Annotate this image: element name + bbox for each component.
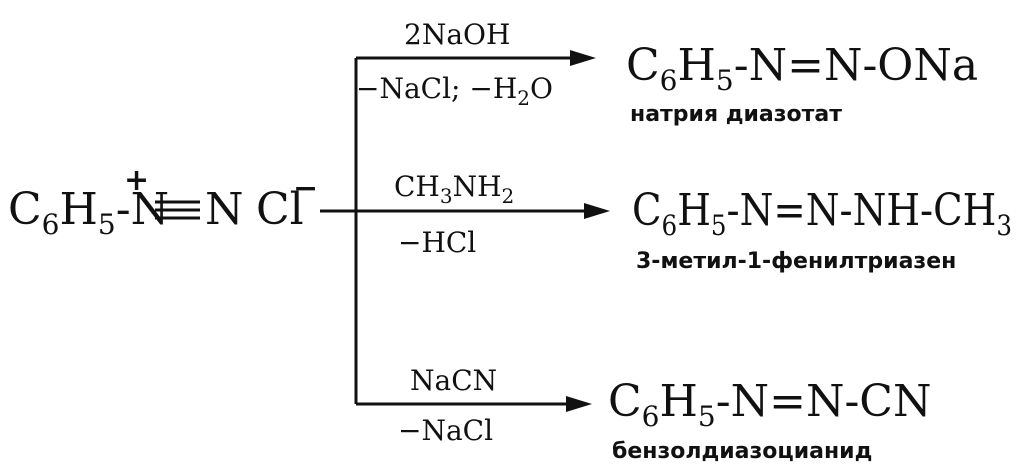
product-1-name: натрия диазотат	[630, 102, 842, 127]
arrow-3-head	[566, 396, 592, 412]
product-3-name: бензолдиазоцианид	[612, 439, 872, 464]
arrow-1-head	[570, 50, 596, 66]
product-3-formula: C6H5-N=N-CN	[608, 376, 931, 433]
product-2-formula: C6H5-N=N-NH-CH3	[632, 185, 1012, 242]
minus-charge: −	[293, 171, 318, 206]
branch-3: NaCN −NaCl C6H5-N=N-CN бензолдиазоцианид	[398, 364, 931, 464]
reagent-below-arrow-2: −HCl	[398, 226, 476, 259]
reactant-formula: C6H5-N + N Cl −	[8, 163, 318, 241]
chloride-anion: Cl	[256, 184, 304, 235]
reagent-above-arrow-1: 2NaOH	[404, 18, 510, 51]
reagent-above-arrow-3: NaCN	[410, 364, 497, 397]
reagent-below-arrow-1: −NaCl; −H2O	[356, 72, 553, 110]
branch-connectors	[320, 56, 586, 406]
triple-bond	[155, 200, 200, 220]
reactant-terminal-nitrogen: N	[205, 184, 244, 235]
product-2-name: 3-метил-1-фенилтриазен	[636, 249, 956, 274]
reagent-below-arrow-3: −NaCl	[398, 414, 493, 447]
branch-2: CH3NH2 −HCl C6H5-N=N-NH-CH3 3-метил-1-фе…	[394, 170, 1012, 274]
arrow-2-head	[584, 203, 610, 219]
plus-charge: +	[124, 163, 149, 198]
product-1-formula: C6H5-N=N-ONa	[626, 40, 978, 97]
branch-1: 2NaOH −NaCl; −H2O C6H5-N=N-ONa натрия ди…	[356, 18, 978, 127]
reagent-above-arrow-2: CH3NH2	[394, 170, 514, 208]
